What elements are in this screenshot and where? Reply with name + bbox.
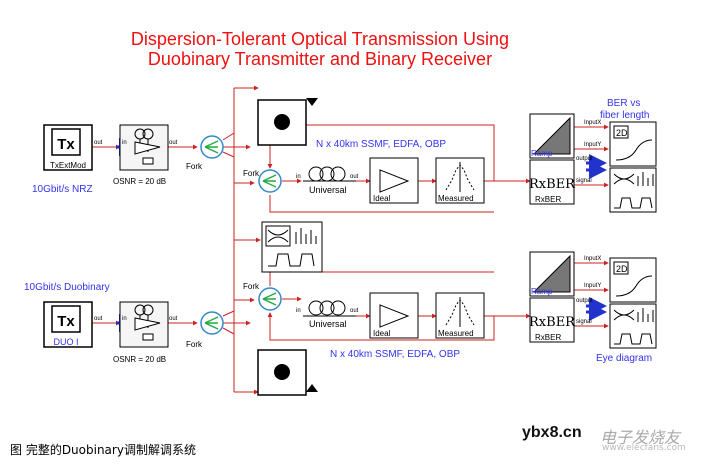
fork-label: Fork bbox=[186, 340, 203, 349]
fork-label: Fork bbox=[186, 162, 203, 171]
tx-glyph: Tx bbox=[57, 136, 75, 153]
rxber-label: RxBER bbox=[535, 195, 561, 204]
watermark-url: www.elecfans.com bbox=[602, 443, 686, 453]
rxber-label: RxBER bbox=[535, 333, 561, 342]
rxber-glyph: RxBER bbox=[529, 315, 576, 330]
eye-scope-middle[interactable] bbox=[261, 221, 323, 273]
ideal-label: Ideal bbox=[373, 329, 391, 338]
eye-diagram-label: Eye diagram bbox=[596, 353, 652, 364]
port-label: in bbox=[122, 140, 127, 146]
fork-top-link[interactable] bbox=[258, 169, 282, 193]
title-line-1: Dispersion-Tolerant Optical Transmission… bbox=[130, 29, 510, 49]
watermark-site: ybx8.cn bbox=[522, 424, 582, 441]
port-label: out bbox=[94, 140, 103, 146]
eye-plot-bottom[interactable] bbox=[609, 303, 657, 349]
tx-glyph: Tx bbox=[57, 313, 75, 330]
fiber-universal-bottom[interactable]: in out bbox=[296, 300, 359, 317]
universal-label: Universal bbox=[309, 319, 347, 329]
amplifier-ideal-top[interactable]: Ideal bbox=[369, 157, 419, 204]
title-line-2: Duobinary Transmitter and Binary Receive… bbox=[147, 49, 493, 69]
tx-ext-mod-block[interactable]: Tx TxExtMod bbox=[43, 124, 93, 171]
port-label: output bbox=[576, 298, 593, 304]
fork-label: Fork bbox=[243, 169, 260, 178]
amplifier-ideal-bottom[interactable]: Ideal bbox=[369, 292, 419, 339]
duo-tx-block[interactable]: Tx DUO I bbox=[43, 301, 93, 348]
nrz-label: 10Gbit/s NRZ bbox=[32, 184, 93, 195]
ramp-label: Ramp bbox=[531, 287, 553, 296]
osnr-label: OSNR = 20 dB bbox=[113, 355, 166, 364]
ber-plot-bottom[interactable]: 2D bbox=[609, 257, 657, 303]
watermark-brand: 电子发烧友 bbox=[600, 428, 681, 447]
port-label: out bbox=[169, 140, 178, 146]
measured-label: Measured bbox=[438, 194, 474, 203]
figure-caption: 图 完整的Duobinary调制解调系统 bbox=[10, 443, 196, 457]
filter-measured-top[interactable]: Measured bbox=[435, 157, 485, 204]
rxber-bottom[interactable]: RxBER RxBER bbox=[529, 297, 576, 343]
port-label: signal bbox=[576, 178, 592, 184]
osnr-label: OSNR = 20 dB bbox=[113, 177, 166, 186]
port-label: output bbox=[576, 156, 593, 162]
ramp-bottom[interactable]: Ramp bbox=[529, 251, 575, 297]
fork-top-tx[interactable] bbox=[200, 135, 224, 159]
port-label: InputX bbox=[584, 256, 601, 262]
filter-measured-bottom[interactable]: Measured bbox=[435, 292, 485, 339]
fork-label: Fork bbox=[243, 282, 260, 291]
port-label: signal bbox=[576, 319, 592, 325]
fiber-universal-top[interactable]: in out bbox=[296, 166, 359, 182]
rxber-glyph: RxBER bbox=[529, 177, 576, 192]
tx-ext-mod-label: TxExtMod bbox=[50, 161, 86, 170]
port-label: out bbox=[94, 316, 103, 322]
port-label: in bbox=[296, 308, 301, 314]
ber-plot-top[interactable]: 2D bbox=[609, 121, 657, 167]
ideal-label: Ideal bbox=[373, 194, 391, 203]
port-label: InputY bbox=[584, 283, 601, 289]
ber-title-2: fiber length bbox=[600, 110, 649, 121]
fork-bottom-link[interactable] bbox=[258, 287, 282, 311]
duobinary-label: 10Gbit/s Duobinary bbox=[24, 282, 110, 293]
ramp-label: Ramp bbox=[531, 149, 553, 158]
rxber-top[interactable]: RxBER RxBER bbox=[529, 159, 576, 205]
ber-title-1: BER vs bbox=[607, 98, 640, 109]
measured-label: Measured bbox=[438, 329, 474, 338]
osnr-block-bottom[interactable]: in out bbox=[119, 301, 178, 348]
eye-plot-top[interactable] bbox=[609, 167, 657, 213]
link-desc-bottom: N x 40km SSMF, EDFA, OBP bbox=[330, 349, 460, 360]
port-label: out bbox=[350, 174, 359, 180]
port-label: in bbox=[296, 174, 301, 180]
fork-bottom-tx[interactable] bbox=[200, 311, 224, 335]
port-label: InputY bbox=[584, 142, 601, 148]
port-label: in bbox=[122, 316, 127, 322]
plot-2d-glyph: 2D bbox=[616, 128, 628, 138]
plot-2d-glyph: 2D bbox=[616, 264, 628, 274]
ramp-top[interactable]: Ramp bbox=[529, 113, 575, 159]
power-meter-bottom[interactable] bbox=[257, 349, 318, 396]
osnr-block-top[interactable]: in out bbox=[119, 124, 178, 171]
port-label: out bbox=[350, 308, 359, 314]
wires bbox=[92, 85, 609, 395]
port-label: InputX bbox=[584, 120, 601, 126]
duo-label: DUO I bbox=[53, 337, 78, 347]
link-desc-top: N x 40km SSMF, EDFA, OBP bbox=[316, 139, 446, 150]
port-label: out bbox=[169, 316, 178, 322]
power-meter-top[interactable] bbox=[257, 98, 318, 146]
universal-label: Universal bbox=[309, 185, 347, 195]
